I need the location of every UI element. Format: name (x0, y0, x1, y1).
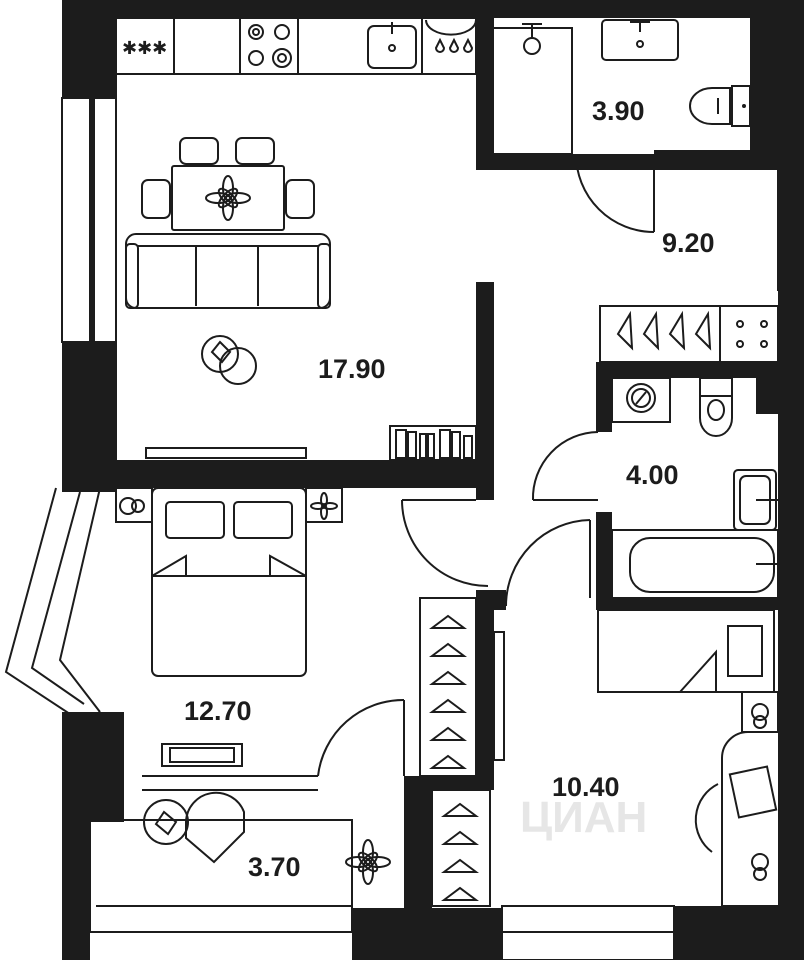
hall-wardrobe (431, 789, 491, 907)
nightstand-left (115, 487, 153, 523)
area-bedroom: 12.70 (184, 696, 252, 726)
kitchen-counter: ✱✱✱ (115, 17, 477, 75)
windows (4, 97, 804, 960)
toilet-mid-icon (699, 377, 733, 437)
bath-sink (601, 19, 679, 61)
hanger-icon (616, 310, 712, 351)
desk-chair (694, 691, 779, 907)
area-bathroom-top: 3.90 (592, 96, 645, 126)
area-hall-lower: 10.40 (552, 772, 620, 802)
svg-text:✱✱✱: ✱✱✱ (122, 38, 167, 59)
bedroom-tv (161, 743, 243, 767)
area-hall-upper: 9.20 (662, 228, 715, 258)
area-living-room: 17.90 (318, 354, 386, 384)
lamp-cluster-icon (736, 320, 768, 348)
watermark: ЦИАН (520, 793, 647, 842)
doors (142, 153, 655, 791)
bed-icon (151, 487, 307, 677)
hanger-icon (429, 614, 467, 769)
tv-stand (145, 425, 477, 461)
walls (62, 0, 804, 960)
snowflake-icon: ✱✱✱ (122, 38, 167, 59)
area-balcony: 3.70 (248, 852, 301, 882)
stove-icon (248, 24, 292, 68)
sink-mid-icon (733, 469, 778, 531)
balcony-flower-icon (345, 839, 391, 885)
nightstand-right (305, 487, 343, 523)
balcony-chair (143, 791, 245, 864)
washer-icon (611, 377, 671, 423)
wardrobe-upper (599, 305, 779, 363)
dining-table (141, 137, 315, 231)
toilet-icon (689, 85, 751, 127)
sofa-icon (125, 233, 331, 309)
bedroom-wardrobe (419, 597, 477, 777)
dishwasher-icon (425, 19, 477, 53)
lamp-icon (201, 335, 257, 385)
flower-icon (205, 175, 251, 221)
area-bathroom-mid: 4.00 (626, 460, 679, 490)
lower-bed (597, 609, 775, 693)
shower-icon (491, 23, 573, 155)
bathtub-icon (611, 529, 779, 599)
sink-icon (367, 22, 417, 69)
